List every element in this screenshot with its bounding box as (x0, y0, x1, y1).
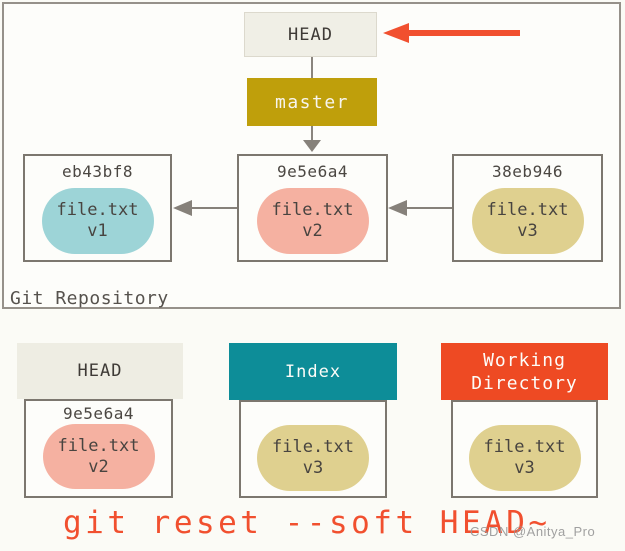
blob-filename: file.txt (57, 435, 140, 456)
blob-version: v3 (302, 458, 324, 478)
index-area-label: Index (284, 361, 342, 382)
file-blob-v2: file.txt v2 (256, 188, 369, 254)
commit-box-9e5e6a4: 9e5e6a4 file.txt v2 (237, 154, 388, 262)
blob-filename: file.txt (271, 200, 354, 220)
git-command-caption: git reset --soft HEAD~ (63, 505, 551, 541)
head-file-blob: file.txt v2 (42, 424, 155, 489)
workdir-snapshot-box: file.txt v3 (451, 400, 598, 498)
commit-hash: eb43bf8 (62, 162, 133, 181)
head-to-master-connector (311, 57, 313, 78)
watermark-text: CSDN @Anitya_Pro (470, 524, 596, 539)
commit-box-eb43bf8: eb43bf8 file.txt v1 (23, 154, 172, 262)
head-pointer-arrow-icon (383, 23, 409, 43)
head-ref-box: HEAD (244, 12, 377, 57)
index-snapshot-box: file.txt v3 (239, 400, 387, 498)
git-repository-label: Git Repository (10, 288, 169, 309)
master-to-commit-connector (311, 126, 313, 141)
left-arrowhead-icon (388, 200, 407, 216)
blob-version: v2 (88, 456, 109, 477)
file-blob-v3: file.txt v3 (471, 188, 584, 254)
master-branch-label: master (274, 91, 350, 113)
commit-parent-connector (190, 207, 237, 209)
blob-version: v3 (514, 458, 535, 478)
workdir-file-blob: file.txt v3 (468, 425, 581, 491)
head-snapshot-hash: 9e5e6a4 (63, 404, 134, 423)
blob-version: v1 (87, 221, 108, 241)
blob-filename: file.txt (56, 200, 139, 220)
left-arrowhead-icon (173, 200, 192, 216)
blob-filename: file.txt (483, 437, 566, 457)
commit-hash: 9e5e6a4 (277, 162, 348, 181)
workdir-area-label-box: Working Directory (441, 343, 608, 400)
index-file-blob: file.txt v3 (257, 425, 369, 491)
blob-version: v3 (517, 221, 538, 241)
head-ref-label: HEAD (288, 24, 333, 45)
file-blob-v1: file.txt v1 (41, 188, 154, 254)
head-pointer-arrow-shaft (408, 30, 520, 36)
head-area-label-box: HEAD (17, 343, 183, 399)
down-arrowhead-icon (303, 140, 321, 152)
head-snapshot-box: 9e5e6a4 file.txt v2 (24, 399, 173, 498)
head-area-label: HEAD (77, 361, 123, 381)
blob-version: v2 (302, 221, 323, 241)
blob-filename: file.txt (486, 200, 569, 220)
commit-hash: 38eb946 (492, 162, 563, 181)
blob-filename: file.txt (272, 437, 354, 457)
index-area-label-box: Index (229, 343, 397, 400)
commit-box-38eb946: 38eb946 file.txt v3 (452, 154, 603, 262)
master-branch-box: master (247, 78, 377, 126)
commit-parent-connector (405, 207, 452, 209)
workdir-area-label: Working Directory (471, 349, 578, 394)
